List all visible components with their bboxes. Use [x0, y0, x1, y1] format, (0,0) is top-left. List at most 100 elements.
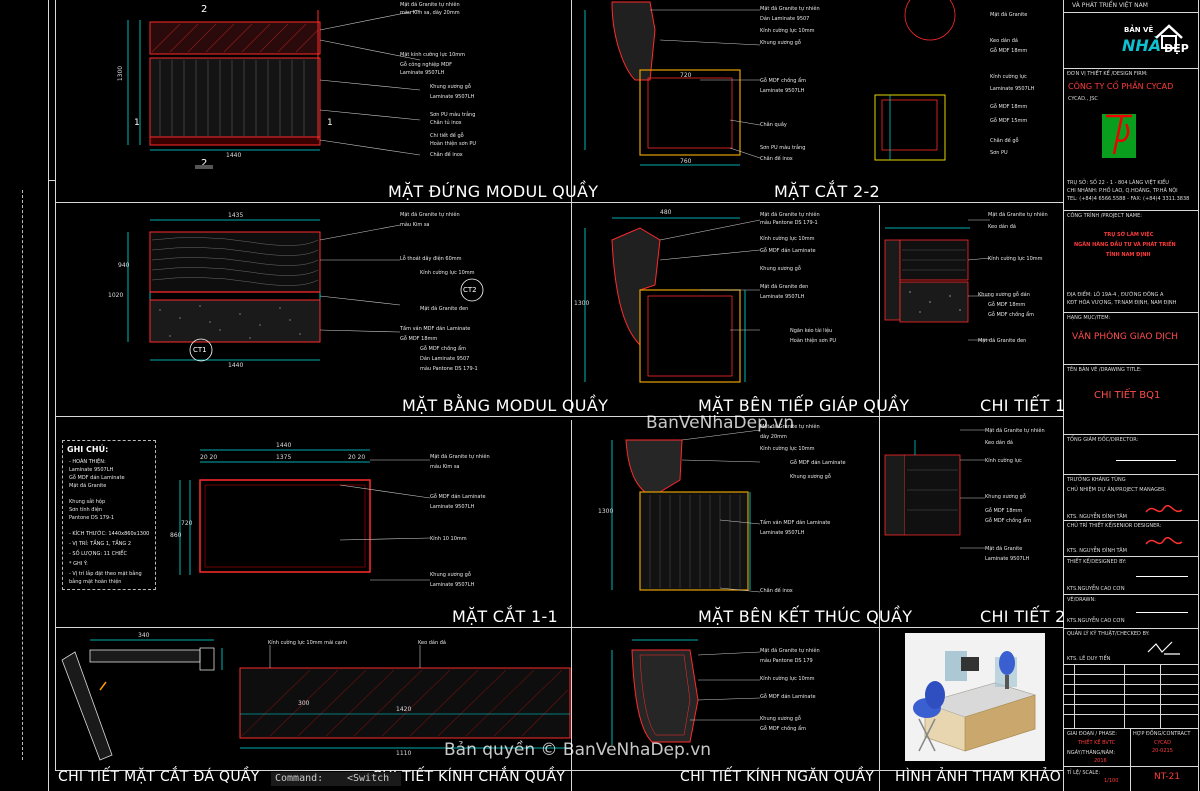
- dim-1110: 1110: [396, 750, 412, 757]
- dim-1440-top: 1440: [226, 152, 242, 159]
- lead-signature: [1145, 537, 1183, 545]
- date-value: 2016: [1094, 758, 1107, 764]
- panel-title-mat-cat-1-1: MẶT CẮT 1-1: [452, 607, 559, 626]
- command-line[interactable]: Command: <Switch: [271, 772, 401, 786]
- dim-720-s11: 720: [181, 520, 193, 527]
- project-line-1: TRỤ SỞ LÀM VIỆC: [1104, 232, 1154, 238]
- svg-text:1: 1: [134, 118, 140, 128]
- dim-300: 300: [298, 700, 310, 707]
- command-text[interactable]: <Switch: [347, 773, 390, 784]
- project-line-2: NGÂN HÀNG ĐẦU TƯ VÀ PHÁT TRIỂN: [1074, 242, 1176, 248]
- dim-1435: 1435: [228, 212, 244, 219]
- dim-1440-plan: 1440: [228, 362, 244, 369]
- panel-title-mat-ben-tiep-giap: MẶT BÊN TIẾP GIÁP QUẦY: [698, 396, 910, 415]
- contract-value: CYCAD: [1154, 740, 1171, 746]
- svg-text:1: 1: [327, 118, 333, 128]
- reference-image: [905, 633, 1045, 761]
- panel-title-kinh-ngan: CHI TIẾT KÍNH NGĂN QUẦY: [680, 769, 875, 785]
- drawn-name: KTS.NGUYỄN CAO CƠN: [1067, 618, 1125, 624]
- scale-label: TỈ LỆ/ SCALE:: [1067, 770, 1101, 776]
- firm-address: TRỤ SỞ: SỐ 22 - 1 - 804 LÁNG VIỆT KIỀU: [1067, 180, 1169, 186]
- dim-480: 480: [660, 209, 672, 216]
- dim-1420: 1420: [396, 706, 412, 713]
- panel-title-chi-tiet-da: CHI TIẾT MẶT CẮT ĐÁ QUẦY: [58, 769, 260, 785]
- dim-1300-side: 1300: [574, 300, 590, 307]
- lead-label: CHỦ TRÌ THIẾT KẾ/SENIOR DESIGNER:: [1067, 523, 1162, 529]
- dim-1300-end: 1300: [598, 508, 614, 515]
- site-logo: BẢN VẼ NHÀ ĐẸP: [1108, 16, 1194, 66]
- panel-title-mat-cat-2-2: MẶT CẮT 2-2: [774, 182, 881, 201]
- notes-line-4: - SỐ LƯỢNG: 11 CHIẾC: [69, 551, 127, 557]
- watermark-top: BanVeNhaDep.vn: [646, 413, 795, 433]
- panel-title-kinh-chan: CHI TIẾT KÍNH CHẮN QUẦY: [372, 769, 566, 785]
- item-label: HẠNG MỤC/ITEM:: [1067, 315, 1111, 321]
- dim-940: 940: [118, 262, 130, 269]
- dept-head-label: TRƯỞNG KHÁNG TÙNG: [1067, 477, 1126, 483]
- drawing-title: CHI TIẾT BQ1: [1094, 390, 1161, 401]
- notes-line-1: - HOÀN THIỆN:: [69, 459, 106, 465]
- project-location-2: KĐT HÒA VƯỢNG, TP.NAM ĐỊNH, NAM ĐỊNH: [1067, 300, 1177, 306]
- dim-720-22: 720: [680, 72, 692, 79]
- dim-1020: 1020: [108, 292, 124, 299]
- company-header: VÀ PHÁT TRIỂN VIỆT NAM: [1072, 2, 1148, 9]
- firm-short: CYCAD., JSC: [1068, 96, 1098, 102]
- notes-box: GHI CHÚ: - HOÀN THIỆN: Laminate 9507LH G…: [62, 440, 156, 590]
- title-block: VÀ PHÁT TRIỂN VIỆT NAM BẢN VẼ NHÀ ĐẸP ĐƠ…: [1064, 0, 1198, 791]
- firm-address-2: CHI NHÁNH: P.HỒ LAO, Q.HOÀNG, TP.HÀ NỘI: [1067, 188, 1178, 194]
- dim-1375: 1375: [276, 454, 292, 461]
- panel-title-mat-dung: MẶT ĐỨNG MODUL QUẦY: [388, 182, 599, 201]
- watermark-bottom: Bản quyền © BanVeNhaDep.vn: [444, 740, 712, 760]
- scale-value: 1/100: [1104, 778, 1119, 784]
- project-line-3: TỈNH NAM ĐỊNH: [1106, 252, 1151, 258]
- dim-340: 340: [138, 632, 150, 639]
- panel-title-mat-ben-ket-thuc: MẶT BÊN KẾT THÚC QUẦY: [698, 607, 913, 626]
- panel-title-mat-bang: MẶT BẰNG MODUL QUẦY: [402, 396, 609, 415]
- checked-label: QUẢN LÝ KỸ THUẬT/CHECKED BY:: [1067, 631, 1150, 637]
- drawing-title-label: TÊN BẢN VẼ /DRAWING TITLE:: [1067, 367, 1142, 373]
- company-logo: [1102, 114, 1136, 158]
- sheet-number: NT-21: [1154, 772, 1181, 782]
- director-label: TỔNG GIÁM ĐỐC/DIRECTOR:: [1067, 437, 1139, 443]
- contract-label: HỢP ĐỒNG/CONTRACT: [1133, 731, 1191, 737]
- dim-2020-left: 20 20: [200, 454, 218, 461]
- svg-text:2: 2: [201, 158, 207, 169]
- marker-ct1: CT1: [193, 346, 207, 354]
- phase-value: THIẾT KẾ BVTC: [1078, 740, 1116, 746]
- project-label: CÔNG TRÌNH /PROJECT NAME:: [1067, 213, 1142, 219]
- code-value: 20-0215: [1152, 748, 1173, 754]
- drawn-label: VẼ/DRAWN:: [1067, 597, 1096, 603]
- marker-ct2: CT2: [463, 286, 477, 294]
- notes-line-3: - VỊ TRÍ: TẦNG 1, TẦNG 2: [69, 541, 132, 547]
- dim-760-22: 760: [680, 158, 692, 165]
- designer-name: KTS.NGUYỄN CAO CƠN: [1067, 586, 1125, 592]
- notes-title: GHI CHÚ:: [67, 445, 109, 454]
- dim-860-s11: 860: [170, 532, 182, 539]
- phase-label: GIAI ĐOẠN / PHASE:: [1067, 731, 1117, 737]
- panel-title-hinh-anh: HÌNH ẢNH THAM KHẢO: [895, 769, 1062, 785]
- checked-signature: [1147, 641, 1180, 655]
- firm-phone: TEL: (+84)4 6566.5588 - FAX: (+84)4 3311…: [1067, 196, 1190, 202]
- item-value: VĂN PHÒNG GIAO DỊCH: [1072, 332, 1178, 342]
- revision-table: [1064, 664, 1198, 728]
- command-prompt: Command:: [275, 773, 324, 784]
- date-label: NGÀY/THÁNG/NĂM:: [1067, 750, 1116, 756]
- dim-1440-s11: 1440: [276, 442, 292, 449]
- notes-line-5: * GHI Ý:: [69, 561, 88, 567]
- lead-name: KTS. NGUYỄN ĐÌNH TÂM: [1067, 548, 1127, 554]
- pm-label: CHỦ NHIỆM DỰ ÁN/PROJECT MANAGER:: [1067, 487, 1167, 493]
- checked-name: KTS. LÊ DUY TIẾN: [1067, 656, 1111, 662]
- design-firm-label: ĐƠN VỊ THIẾT KẾ /DESIGN FIRM:: [1067, 71, 1148, 77]
- pm-name: KTS. NGUYỄN ĐÌNH TÂM: [1067, 514, 1127, 520]
- svg-text:2: 2: [201, 4, 207, 15]
- dim-2020-right: 20 20: [348, 454, 366, 461]
- panel-title-chi-tiet-1: CHI TIẾT 1: [980, 396, 1066, 415]
- pm-signature: [1145, 505, 1183, 513]
- notes-line-2: - KÍCH THƯỚC: 1440x860x1300: [69, 531, 150, 537]
- designer-label: THIẾT KẾ/DESIGNED BY:: [1067, 559, 1127, 565]
- logo-line1: BẢN VẼ: [1124, 26, 1154, 34]
- logo-nha: NHÀ: [1122, 36, 1162, 55]
- panel-title-chi-tiet-2: CHI TIẾT 2: [980, 607, 1066, 626]
- design-firm: CÔNG TY CỔ PHẦN CYCAD: [1068, 82, 1174, 91]
- house-icon: [1155, 24, 1183, 49]
- project-location: ĐỊA ĐIỂM: LÔ 19A-4 , ĐƯỜNG ĐÔNG A: [1067, 292, 1164, 298]
